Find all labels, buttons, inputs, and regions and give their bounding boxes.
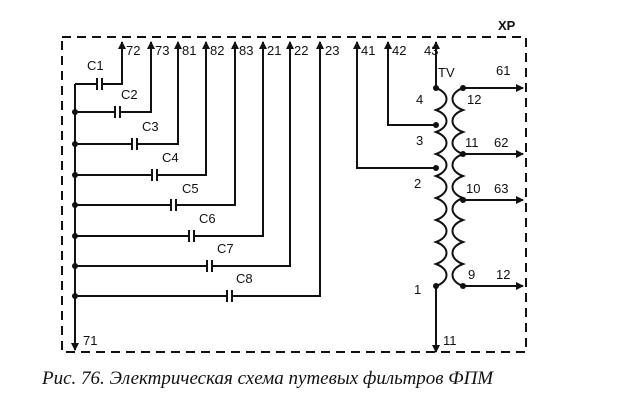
capacitor-label-c4: C4 bbox=[162, 150, 179, 165]
pin-label: 72 bbox=[126, 43, 140, 58]
pin-label: 83 bbox=[239, 43, 253, 58]
secondary-tap-12: 12 bbox=[467, 92, 481, 107]
pin-label: 23 bbox=[325, 43, 339, 58]
primary-tap-4: 4 bbox=[416, 92, 423, 107]
transformer-secondary-winding bbox=[451, 84, 524, 290]
primary-tap-3: 3 bbox=[416, 133, 423, 148]
output-pin-62: 62 bbox=[494, 135, 508, 150]
capacitor-label-c2: C2 bbox=[121, 87, 138, 102]
pin-11-label: 11 bbox=[443, 333, 457, 348]
pin-label: 42 bbox=[392, 43, 406, 58]
output-pin-61: 61 bbox=[496, 63, 510, 78]
transformer-primary-winding bbox=[353, 41, 448, 353]
capacitor-label-c5: C5 bbox=[182, 181, 199, 196]
pin-71-label: 71 bbox=[83, 333, 97, 348]
secondary-tap-10: 10 bbox=[466, 181, 480, 196]
capacitor-label-c7: C7 bbox=[217, 241, 234, 256]
pin-label: 81 bbox=[182, 43, 196, 58]
bus-junctions bbox=[72, 109, 78, 299]
connector-label: XP bbox=[498, 18, 516, 33]
top-pin-labels: 72 73 81 82 83 21 22 23 41 42 43 bbox=[126, 43, 438, 58]
capacitor-label-c6: C6 bbox=[199, 211, 216, 226]
capacitor-label-c3: C3 bbox=[142, 119, 159, 134]
pin-label: 82 bbox=[210, 43, 224, 58]
capacitor-label-c1: C1 bbox=[87, 58, 104, 73]
secondary-tap-9: 9 bbox=[468, 267, 475, 282]
capacitor-label-c8: C8 bbox=[236, 271, 253, 286]
secondary-tap-11: 11 bbox=[465, 135, 479, 150]
figure-caption: Рис. 76. Электрическая схема путевых фил… bbox=[42, 368, 494, 389]
pin-label: 41 bbox=[361, 43, 375, 58]
output-pin-12: 12 bbox=[496, 267, 510, 282]
transformer-label: TV bbox=[438, 65, 455, 80]
pin-label: 21 bbox=[267, 43, 281, 58]
output-pin-63: 63 bbox=[494, 181, 508, 196]
connector-enclosure bbox=[61, 36, 527, 353]
primary-tap-1: 1 bbox=[414, 282, 421, 297]
pin-label: 73 bbox=[155, 43, 169, 58]
primary-tap-2: 2 bbox=[414, 176, 421, 191]
pin-label: 22 bbox=[294, 43, 308, 58]
capacitor-branches bbox=[75, 41, 324, 302]
